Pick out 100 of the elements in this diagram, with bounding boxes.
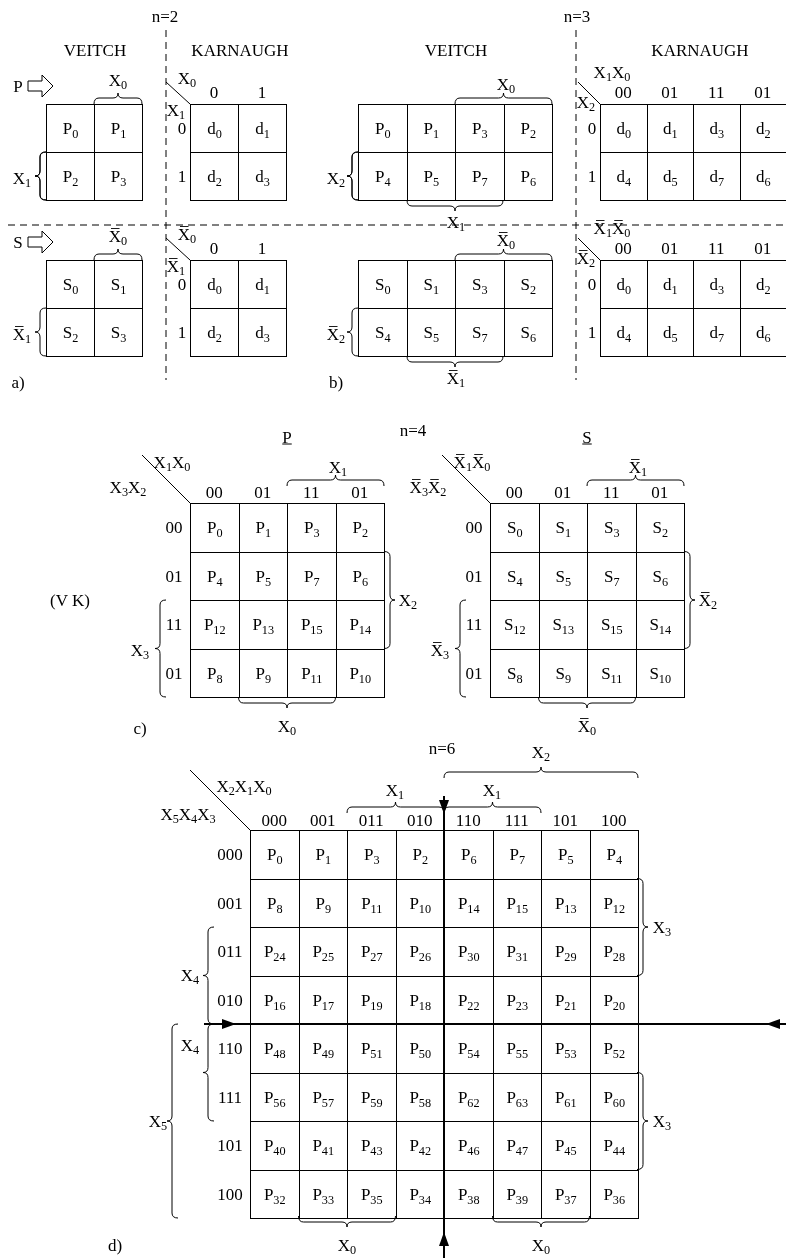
map-title: KARNAUGH (651, 41, 749, 59)
row-header: 111 (217, 1088, 243, 1106)
variable-label: X̅$_{2}$ (326, 325, 346, 343)
map-cell: S$_{2}$ (503, 260, 553, 309)
map-cell: d$_{0}$ (190, 104, 239, 153)
map-cell: d$_{3}$ (238, 152, 287, 201)
map-cell: d$_{2}$ (190, 308, 239, 357)
map-cell: d$_{3}$ (238, 308, 287, 357)
row-header: 110 (217, 1039, 243, 1057)
column-header: 00 (205, 483, 223, 501)
row-header: 101 (217, 1136, 243, 1154)
column-header: 11 (303, 483, 320, 501)
row-header: 001 (217, 894, 243, 912)
row-header: 0 (587, 275, 597, 293)
map-cell: S$_{2}$ (635, 503, 685, 553)
map-cell: P$_{4}$ (589, 830, 639, 880)
variable-label: X$_{1}$ (446, 213, 466, 231)
variable-label: X̅$_{0}$ (496, 231, 516, 249)
map-cell: P$_{6}$ (503, 152, 553, 201)
map-cell: S$_{10}$ (635, 648, 685, 698)
map-title: VEITCH (63, 41, 127, 59)
column-header: 11 (708, 239, 725, 257)
panel-label: d) (107, 1236, 123, 1254)
column-header: 110 (455, 811, 481, 829)
variable-label: X̅$_{1}$ (628, 458, 648, 476)
column-header: 01 (554, 483, 572, 501)
map-title: KARNAUGH (191, 41, 289, 59)
column-header: 01 (351, 483, 369, 501)
map-cell: P$_{36}$ (589, 1169, 639, 1219)
column-header: 00 (505, 483, 523, 501)
panel-label: b) (328, 373, 344, 391)
map-cell: P$_{32}$ (250, 1169, 300, 1219)
variable-label: X$_{1}$X$_{0}$ (153, 453, 191, 471)
column-header: 01 (651, 483, 669, 501)
variable-label: X$_{1}$ (328, 458, 348, 476)
map-cell: S$_{4}$ (358, 308, 408, 357)
row-header: 100 (217, 1185, 243, 1203)
column-header: 000 (261, 811, 287, 829)
variable-label: X$_{0}$ (496, 75, 516, 93)
row-header: 011 (217, 942, 243, 960)
map-cell: P$_{0}$ (250, 830, 300, 880)
map-cell: d$_{4}$ (600, 152, 648, 201)
variable-label: X$_{1}$X$_{0}$ (593, 63, 631, 81)
row-header: 1 (587, 323, 597, 341)
function-label: P (282, 428, 292, 446)
variable-label: X̅$_{3}$X̅$_{2}$ (409, 478, 447, 496)
map-cell: S$_{0}$ (46, 260, 95, 309)
row-header: 01 (465, 664, 483, 682)
row-header: 0 (587, 119, 597, 137)
column-header: 0 (209, 239, 219, 257)
variable-label: X$_{0}$ (108, 71, 128, 89)
row-header: 01 (165, 567, 183, 585)
column-header: 1 (257, 83, 267, 101)
row-header: 01 (465, 567, 483, 585)
map-cell: P$_{10}$ (335, 648, 385, 698)
variable-label: X$_{2}$X$_{1}$X$_{0}$ (216, 777, 272, 795)
variable-label: X̅$_{0}$ (177, 225, 197, 243)
variable-label: X$_{4}$ (180, 1036, 200, 1054)
row-header: 000 (217, 845, 243, 863)
variable-label: X̅$_{2}$ (698, 591, 718, 609)
variable-label: X$_{0}$ (531, 1236, 551, 1254)
map-cell: P$_{4}$ (358, 152, 408, 201)
function-label: S (582, 428, 592, 446)
map-title: VEITCH (424, 41, 488, 59)
map-cell: d$_{1}$ (238, 260, 287, 309)
variable-label: X$_{0}$ (337, 1236, 357, 1254)
map-cell: P$_{2}$ (503, 104, 553, 153)
map-cell: d$_{1}$ (238, 104, 287, 153)
variable-label: X̅$_{1}$ (12, 325, 32, 343)
column-header: 111 (504, 811, 529, 829)
variable-label: X$_{2}$ (398, 591, 418, 609)
variable-label: X̅$_{0}$ (577, 717, 597, 735)
column-header: 01 (754, 83, 772, 101)
variable-label: X$_{2}$ (576, 93, 596, 111)
n-value-label: n=6 (428, 739, 456, 757)
variable-label: X̅$_{1}$X̅$_{0}$ (453, 453, 491, 471)
variable-label: X$_{3}$ (652, 1112, 672, 1130)
variable-label: X$_{2}$ (531, 743, 551, 761)
column-header: 01 (661, 83, 679, 101)
map-cell: S$_{3}$ (94, 308, 143, 357)
row-header: 1 (177, 323, 187, 341)
map-cell: S$_{1}$ (94, 260, 143, 309)
column-header: 01 (661, 239, 679, 257)
variable-label: X̅$_{3}$ (430, 641, 450, 659)
n-value-label: n=3 (563, 7, 591, 25)
column-header: 00 (614, 239, 632, 257)
row-header: 1 (587, 167, 597, 185)
column-header: 101 (552, 811, 578, 829)
variable-label: X̅$_{1}$ (446, 369, 466, 387)
variable-label: X$_{5}$ (148, 1112, 168, 1130)
map-cell: d$_{4}$ (600, 308, 648, 357)
map-cell: P$_{0}$ (190, 503, 240, 553)
variable-label: X$_{0}$ (277, 717, 297, 735)
column-header: 1 (257, 239, 267, 257)
column-header: 100 (601, 811, 627, 829)
variable-label: X$_{0}$ (177, 69, 197, 87)
column-header: 0 (209, 83, 219, 101)
variable-label: X$_{3}$ (652, 918, 672, 936)
variable-label: X$_{5}$X$_{4}$X$_{3}$ (160, 805, 216, 823)
map-cell: d$_{0}$ (600, 260, 648, 309)
